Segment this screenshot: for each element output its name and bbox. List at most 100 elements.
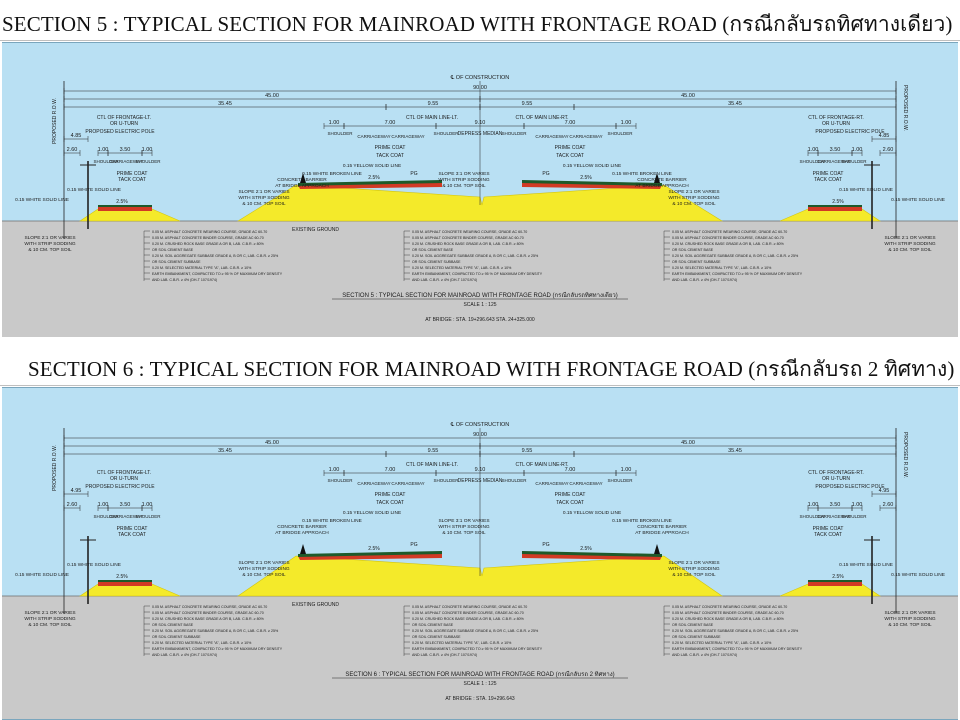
median-sodding-label: WITH STRIP SODDING <box>438 524 490 530</box>
left-row-label: PROPOSED R.O.W. <box>52 98 58 144</box>
main-lt-topsoil-label: & 10 CM. TOP SOIL <box>242 201 286 207</box>
right-frontage-pavement <box>808 205 862 207</box>
layer-note-mid-7: EARTH EMBANKMENT, COMPACTED TO ≥ 95 % OF… <box>412 647 543 651</box>
front-rt-shoulder-1: SHOULDER <box>799 159 825 164</box>
layer-note-mid-4: 0.20 M. SOIL AGGREGATE SUBBASE GRADE A, … <box>412 254 539 258</box>
front-rt-white-line-edge: 0.15 WHITE SOLID LINE <box>891 572 945 578</box>
main-lt-carriageway-2: CARRIAGEWAY <box>391 134 424 139</box>
dim-main-lt-7-label: 7.00 <box>385 467 396 473</box>
main-lt-yellow-line-label: 0.15 YELLOW SOLID LINE <box>343 510 401 516</box>
construction-centerline-label: ℄ OF CONSTRUCTION <box>450 75 510 81</box>
layer-note-lt-7: EARTH EMBANKMENT, COMPACTED TO ≥ 95 % OF… <box>152 647 283 651</box>
dim-main-rt-7-label: 7.00 <box>565 467 576 473</box>
median-slope-label: SLOPE 3:1 OR VARIES <box>438 518 489 524</box>
main-rt-topsoil-label: & 10 CM. TOP SOIL <box>672 572 716 578</box>
layer-note-rt-0: 0.05 M. ASPHALT CONCRETE WEARING COURSE,… <box>672 605 787 609</box>
median-topsoil-label: & 10 CM. TOP SOIL <box>442 183 486 189</box>
main-rt-carriageway-1: CARRIAGEWAY <box>535 134 568 139</box>
main-rt-barrier-label: CONCRETE BARRIER <box>637 177 687 183</box>
main-lt-shoulder-label: SHOULDER <box>327 131 353 136</box>
dim-front-lt-pole-label: 4.95 <box>71 488 82 494</box>
front-rt-crossfall: 2.5% <box>832 199 844 205</box>
front-rt-crossfall: 2.5% <box>832 574 844 580</box>
main-rt-inner-shoulder: SHOULDER <box>501 478 527 483</box>
layer-note-mid-8: AND LAB. C.B.R. ≥ 4% (DH-T 107/1974) <box>412 278 477 282</box>
dim-main-rt-1-label: 1.00 <box>621 467 632 473</box>
layer-note-lt-6: 0.20 M. SELECTED MATERIAL TYPE "A", LAB.… <box>152 266 252 270</box>
layer-note-lt-2: 0.20 M. CRUSHED ROCK BASE GRADE A OR B, … <box>152 242 265 246</box>
main-lt-yellow-line-label: 0.15 YELLOW SOLID LINE <box>343 163 401 169</box>
right-electric-pole-label: PROPOSED ELECTRIC POLE <box>815 484 885 490</box>
dim-inner-left-label: 9.55 <box>428 448 439 454</box>
layer-note-mid-0: 0.05 M. ASPHALT CONCRETE WEARING COURSE,… <box>412 605 527 609</box>
front-rt-tack-coat: TACK COAT <box>814 532 842 538</box>
frontage-rt-uturn-label: OR U-TURN <box>822 121 850 127</box>
ctl-frontage-rt-label: CTL OF FRONTAGE-RT. <box>808 470 863 476</box>
right-row-label: PROPOSED R.O.W. <box>902 85 908 131</box>
drawing-caption-1: SECTION 6 : TYPICAL SECTION FOR MAINROAD… <box>345 670 614 678</box>
main-lt-shoulder-label: SHOULDER <box>327 478 353 483</box>
front-lt-sodding-label: WITH STRIP SODDING <box>24 241 76 247</box>
dim-front-rt-100a-label: 1.00 <box>852 502 863 508</box>
main-rt-barrier-label: CONCRETE BARRIER <box>637 524 687 530</box>
drawing-station-0: AT BRIDGE : STA. 19+296.643 STA. 24+325.… <box>425 317 535 323</box>
front-lt-crossfall: 2.5% <box>116 574 128 580</box>
ctl-main-rt-label: CTL OF MAIN LINE-RT. <box>515 115 568 121</box>
main-rt-pg: PG <box>542 171 549 177</box>
front-lt-slope-label: SLOPE 2:1 OR VARIES <box>24 235 75 241</box>
front-rt-white-line: 0.15 WHITE SOLID LINE <box>839 187 893 193</box>
ctl-main-rt-label: CTL OF MAIN LINE-RT. <box>515 462 568 468</box>
ground-area <box>2 596 958 719</box>
layer-note-lt-2: 0.20 M. CRUSHED ROCK BASE GRADE A OR B, … <box>152 617 265 621</box>
main-rt-white-broken-label: 0.15 WHITE BROKEN LINE <box>612 171 672 177</box>
dim-main-lt-1-label: 1.00 <box>329 120 340 126</box>
left-electric-pole-label: PROPOSED ELECTRIC POLE <box>85 129 155 135</box>
dim-front-lt-100b-label: 1.00 <box>142 502 153 508</box>
front-rt-slope-label: SLOPE 2:1 OR VARIES <box>884 610 935 616</box>
dim-front-rt-pole-label: 4.85 <box>879 133 890 139</box>
depress-median-label: DEPRESS MEDIAN <box>458 478 503 484</box>
main-rt-topsoil-label: & 10 CM. TOP SOIL <box>672 201 716 207</box>
front-rt-prime-coat: PRIME COAT <box>813 171 844 177</box>
right-electric-pole-label: PROPOSED ELECTRIC POLE <box>815 129 885 135</box>
ground-area <box>2 221 958 337</box>
main-lt-carriageway-1: CARRIAGEWAY <box>357 134 390 139</box>
main-rt-tack-coat: TACK COAT <box>556 500 584 506</box>
layer-note-lt-3: OR SOIL CEMENT BASE <box>152 248 194 252</box>
median-topsoil-label: & 10 CM. TOP SOIL <box>442 530 486 536</box>
section-divider <box>0 337 960 345</box>
dim-total-label: 90.00 <box>473 432 487 438</box>
dim-side-right-label: 35.45 <box>728 101 742 107</box>
main-rt-carriageway-1: CARRIAGEWAY <box>535 481 568 486</box>
dim-inner-right-label: 9.55 <box>522 448 533 454</box>
dim-half-left-label: 45.00 <box>265 93 279 99</box>
dim-front-rt-100b-label: 1.00 <box>808 147 819 153</box>
front-rt-shoulder-2: SHOULDER <box>841 159 867 164</box>
main-lt-sodding-label: WITH STRIP SODDING <box>238 566 290 572</box>
right-frontage-base <box>808 582 862 586</box>
layer-note-mid-4: 0.20 M. SOIL AGGREGATE SUBBASE GRADE A, … <box>412 629 539 633</box>
layer-note-lt-5: OR SOIL CEMENT SUBBASE <box>152 260 201 264</box>
dim-total-label: 90.00 <box>473 85 487 91</box>
front-lt-white-line-edge: 0.15 WHITE SOLID LINE <box>15 572 69 578</box>
front-lt-topsoil-label: & 10 CM. TOP SOIL <box>28 247 72 253</box>
section-6-title: SECTION 6 : TYPICAL SECTION FOR MAINROAD… <box>28 357 955 381</box>
drawing-station-1: AT BRIDGE : STA. 19+296.643 <box>445 696 515 702</box>
dim-front-rt-pole-label: 4.95 <box>879 488 890 494</box>
median-slope-label: SLOPE 3:1 OR VARIES <box>438 171 489 177</box>
section-6-cross-section-drawing: PROPOSED R.O.W.PROPOSED R.O.W.℄ OF CONST… <box>2 422 958 719</box>
main-rt-sodding-label: WITH STRIP SODDING <box>668 195 720 201</box>
existing-ground-label: EXISTING GROUND <box>292 602 339 608</box>
main-lt-pg: PG <box>410 171 417 177</box>
frontage-lt-uturn-label: OR U-TURN <box>110 121 138 127</box>
main-lt-tack-coat: TACK COAT <box>376 153 404 159</box>
main-lt-barrier-label: CONCRETE BARRIER <box>277 177 327 183</box>
front-lt-tack-coat: TACK COAT <box>118 532 146 538</box>
drawing-scale-1: SCALE 1 : 125 <box>463 681 496 687</box>
right-concrete-barrier <box>654 544 660 554</box>
front-lt-carriageway: CARRIAGEWAY <box>109 159 142 164</box>
main-rt-carriageway-2: CARRIAGEWAY <box>569 481 602 486</box>
layer-note-rt-6: 0.20 M. SELECTED MATERIAL TYPE "A", LAB.… <box>672 266 772 270</box>
frontage-rt-uturn-label: OR U-TURN <box>822 476 850 482</box>
front-rt-topsoil-label: & 10 CM. TOP SOIL <box>888 247 932 253</box>
